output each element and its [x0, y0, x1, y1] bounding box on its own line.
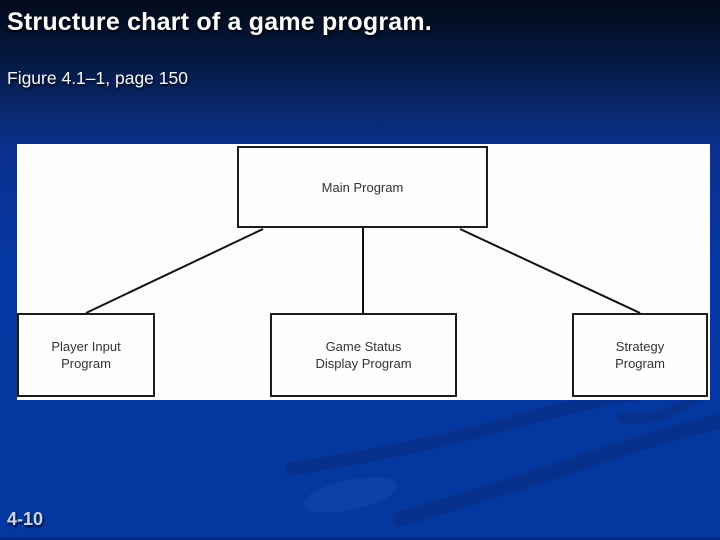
connector-lines [85, 228, 641, 314]
node-main-program-label: Main Program [321, 179, 404, 195]
swoosh-decoration [285, 393, 720, 527]
node-game-status-display-program: Game Status Display Program [270, 313, 457, 397]
edge-main-to-player-input [85, 228, 264, 314]
node-main-program: Main Program [237, 146, 488, 228]
diagram-panel: Main Program Player Input Program Game S… [17, 144, 710, 400]
node-player-input-line2: Program [61, 356, 111, 371]
swoosh-highlight [302, 477, 398, 513]
swoosh-curve-long [392, 413, 720, 527]
node-game-status-line1: Game Status [325, 339, 402, 354]
node-player-input-line1: Player Input [51, 339, 121, 354]
node-strategy-line1: Strategy [615, 339, 665, 354]
swoosh-curve-hook [617, 393, 705, 424]
node-strategy-program: Strategy Program [572, 313, 708, 397]
edge-main-to-strategy [459, 228, 641, 314]
slide-title: Structure chart of a game program. [7, 8, 432, 36]
bottom-edge-strip [0, 537, 720, 540]
slide-subtitle: Figure 4.1–1, page 150 [7, 68, 188, 88]
node-game-status-line2: Display Program [315, 356, 412, 371]
page-number: 4-10 [7, 509, 44, 529]
node-player-input-program: Player Input Program [17, 313, 155, 397]
node-strategy-line2: Program [615, 356, 665, 371]
